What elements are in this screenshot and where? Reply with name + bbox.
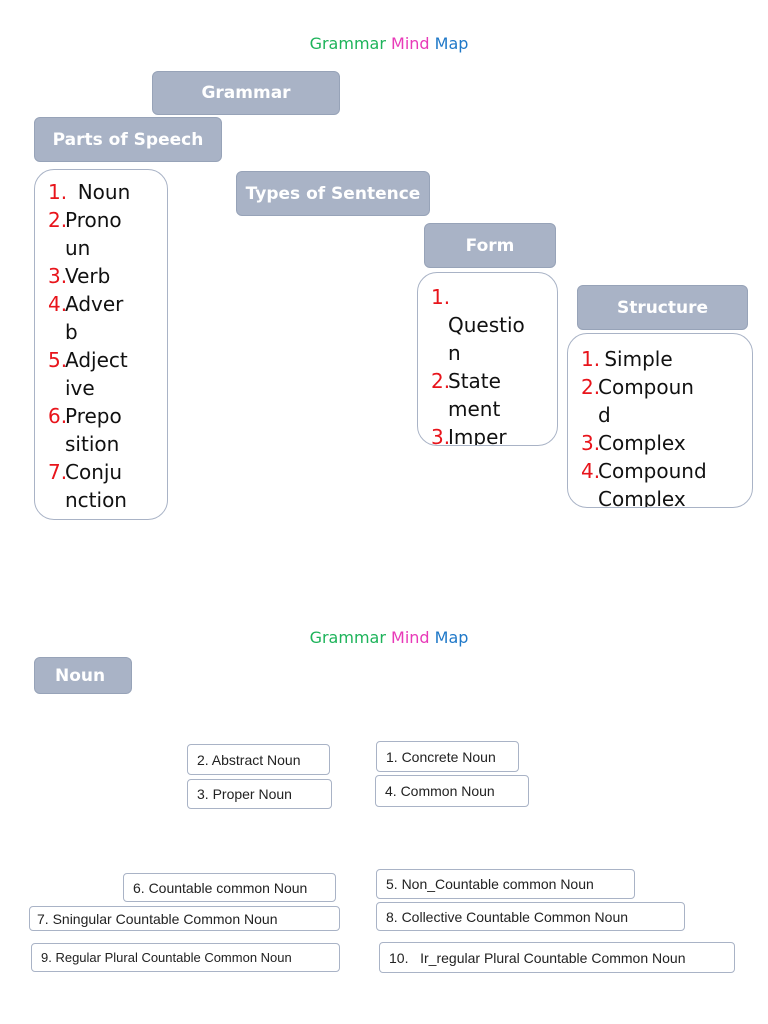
parts-of-speech-item: 4.Adver b [35, 290, 167, 346]
structure-item: 3.Complex [568, 429, 752, 457]
abstract-noun-box[interactable]: 2. Abstract Noun [187, 744, 330, 775]
list-item-text: Compound [598, 459, 707, 483]
list-item-text: Conju [65, 460, 123, 484]
parts-of-speech-item: 2.Prono un [35, 206, 167, 262]
grammar-node[interactable]: Grammar [152, 71, 340, 115]
list-number: 1. [48, 180, 68, 204]
list-number: 3. [431, 425, 451, 446]
collective-countable-noun-box[interactable]: 8. Collective Countable Common Noun [376, 902, 685, 931]
list-item-text: State [448, 369, 501, 393]
structure-item: 1. Simple [568, 345, 752, 373]
list-number: 5. [48, 348, 68, 372]
list-item-text: Prepo [65, 404, 122, 428]
types-of-sentence-node[interactable]: Types of Sentence [236, 171, 430, 216]
parts-of-speech-item: 3.Verb [35, 262, 167, 290]
parts-of-speech-item: 6.Prepo sition [35, 402, 167, 458]
parts-of-speech-item: 5.Adject ive [35, 346, 167, 402]
countable-common-noun-box[interactable]: 6. Countable common Noun [123, 873, 336, 902]
list-item-text: Noun [65, 180, 131, 204]
regular-plural-noun-box[interactable]: 9. Regular Plural Countable Common Noun [31, 943, 340, 972]
title-word-map: Map [434, 628, 469, 647]
parts-of-speech-node[interactable]: Parts of Speech [34, 117, 222, 162]
parts-of-speech-item: 7.Conju nction [35, 458, 167, 514]
parts-of-speech-item: 1. Noun [35, 178, 167, 206]
title-word-map: Map [434, 34, 469, 53]
structure-node[interactable]: Structure [577, 285, 748, 330]
page-title: Grammar Mind Map [0, 34, 768, 53]
list-item-text [448, 283, 557, 311]
title-word-mind: Mind [391, 628, 430, 647]
list-number: 1. [581, 347, 601, 371]
list-item-text: Questio [448, 313, 525, 337]
page-title-2: Grammar Mind Map [0, 628, 768, 647]
form-item: 3.Imper [418, 423, 557, 446]
list-item-text: d [598, 403, 611, 427]
singular-countable-noun-box[interactable]: 7. Sningular Countable Common Noun [29, 906, 340, 931]
form-item: 1. Questio n [418, 283, 557, 367]
list-number: 6. [48, 404, 68, 428]
list-item-text: Adver [65, 292, 124, 316]
list-number: 2. [431, 369, 451, 393]
form-node[interactable]: Form [424, 223, 556, 268]
title-word-grammar: Grammar [309, 628, 386, 647]
noun-node[interactable]: Noun [34, 657, 132, 694]
list-item-text: Prono [65, 208, 122, 232]
list-item-text: ive [65, 376, 95, 400]
concrete-noun-box[interactable]: 1. Concrete Noun [376, 741, 519, 772]
list-item-text: Adject [65, 348, 128, 372]
list-item-text: Complex [598, 487, 686, 508]
list-item-text: Imper [448, 425, 507, 446]
list-item-text: sition [65, 432, 120, 456]
structure-item: 2.Compoun d [568, 373, 752, 429]
list-item-text: Compoun [598, 375, 694, 399]
list-number: 7. [48, 460, 68, 484]
proper-noun-box[interactable]: 3. Proper Noun [187, 779, 332, 809]
list-item-text: Complex [598, 431, 686, 455]
list-number: 3. [581, 431, 601, 455]
list-number: 1. [431, 285, 451, 309]
list-item-text: ment [448, 397, 501, 421]
list-item-text: Simple [598, 347, 673, 371]
irregular-plural-noun-box[interactable]: 10. Ir_regular Plural Countable Common N… [379, 942, 735, 973]
common-noun-box[interactable]: 4. Common Noun [375, 775, 529, 807]
list-number: 2. [581, 375, 601, 399]
form-item: 2.State ment [418, 367, 557, 423]
title-word-mind: Mind [391, 34, 430, 53]
list-number: 2. [48, 208, 68, 232]
list-item-text: b [65, 320, 78, 344]
non-countable-common-noun-box[interactable]: 5. Non_Countable common Noun [376, 869, 635, 899]
title-word-grammar: Grammar [309, 34, 386, 53]
list-number: 3. [48, 264, 68, 288]
list-number: 4. [581, 459, 601, 483]
list-item-text: Verb [65, 264, 111, 288]
list-item-text: nction [65, 488, 127, 512]
list-number: 4. [48, 292, 68, 316]
list-item-text: un [65, 236, 91, 260]
list-item-text: n [448, 341, 461, 365]
